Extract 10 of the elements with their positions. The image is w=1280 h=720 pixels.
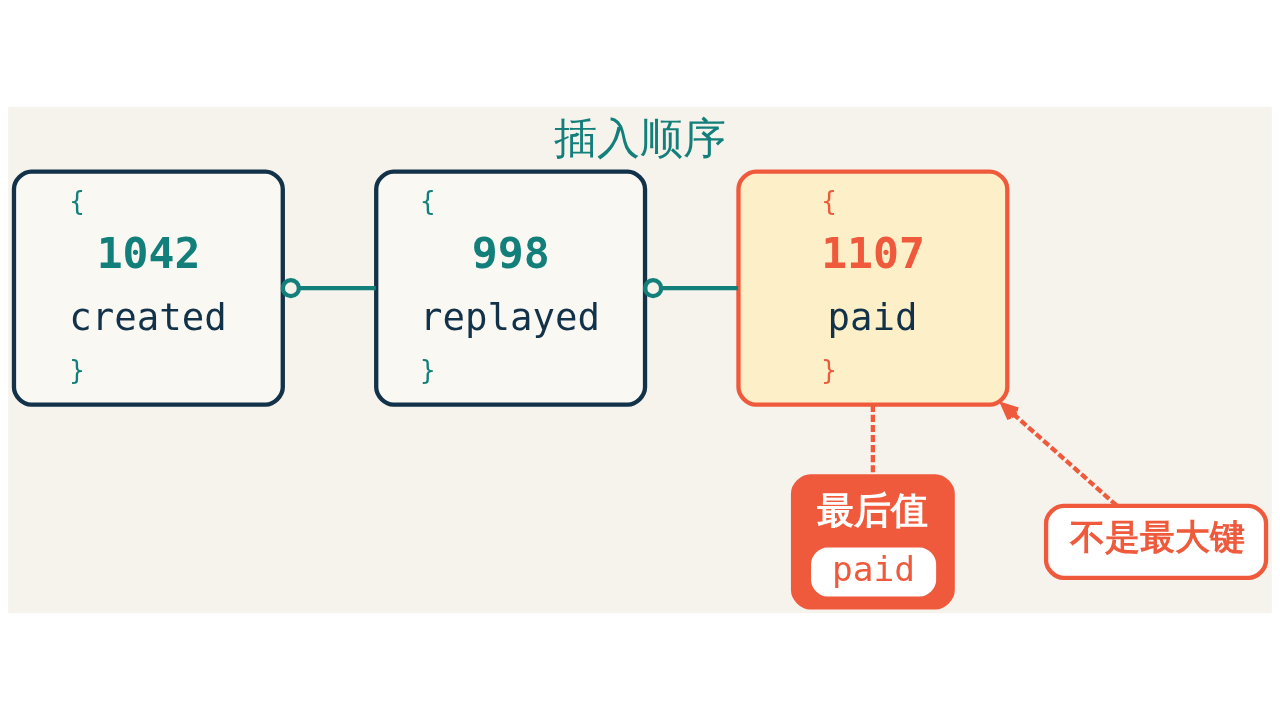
node-box: { 1042 created } [11,169,285,407]
node-box: { 1107 paid } [736,169,1010,407]
diagram-title: 插入顺序 [554,113,726,163]
node-box: 最后值 paid [790,474,955,610]
node-box: { 998 replayed } [374,169,648,407]
node-box: 不是最大键 [1043,503,1269,580]
connector [870,404,876,476]
connector [642,277,739,299]
arrow [1000,402,1118,507]
connector [280,277,376,299]
